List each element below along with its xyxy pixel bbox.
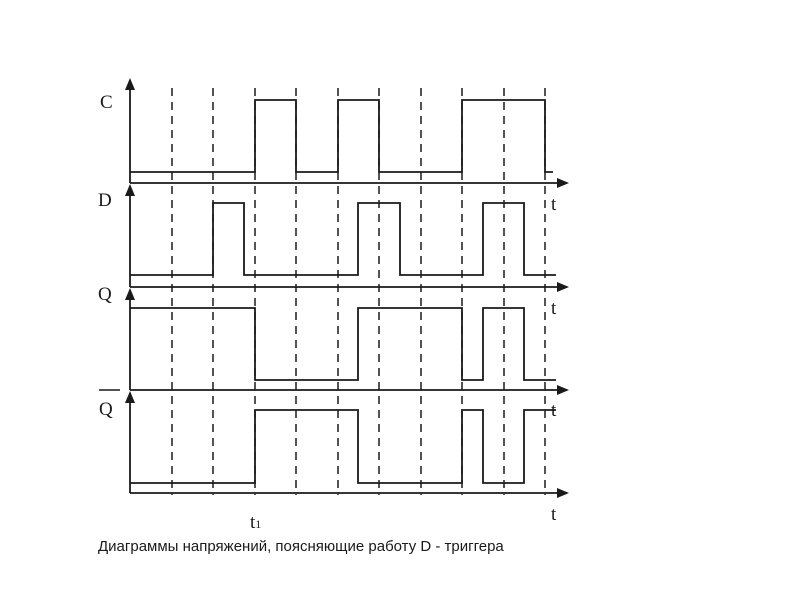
label-c: C <box>100 92 113 113</box>
label-t-d: t <box>551 298 557 319</box>
label-t1-sub: 1 <box>255 517 261 531</box>
label-t-q-bar: t <box>551 504 557 525</box>
label-q-bar: Q <box>99 399 113 420</box>
signal-q <box>125 288 569 395</box>
label-t1: t1 <box>250 512 261 533</box>
figure-caption: Диаграммы напряжений, поясняющие работу … <box>98 538 504 555</box>
label-q: Q <box>98 284 112 305</box>
signal-c <box>125 78 569 188</box>
label-t1-main: t <box>250 512 256 533</box>
label-t-q: t <box>551 400 557 421</box>
signal-q-bar <box>125 391 569 498</box>
label-d: D <box>98 190 112 211</box>
signal-d <box>125 184 569 292</box>
label-t-c: t <box>551 194 557 215</box>
